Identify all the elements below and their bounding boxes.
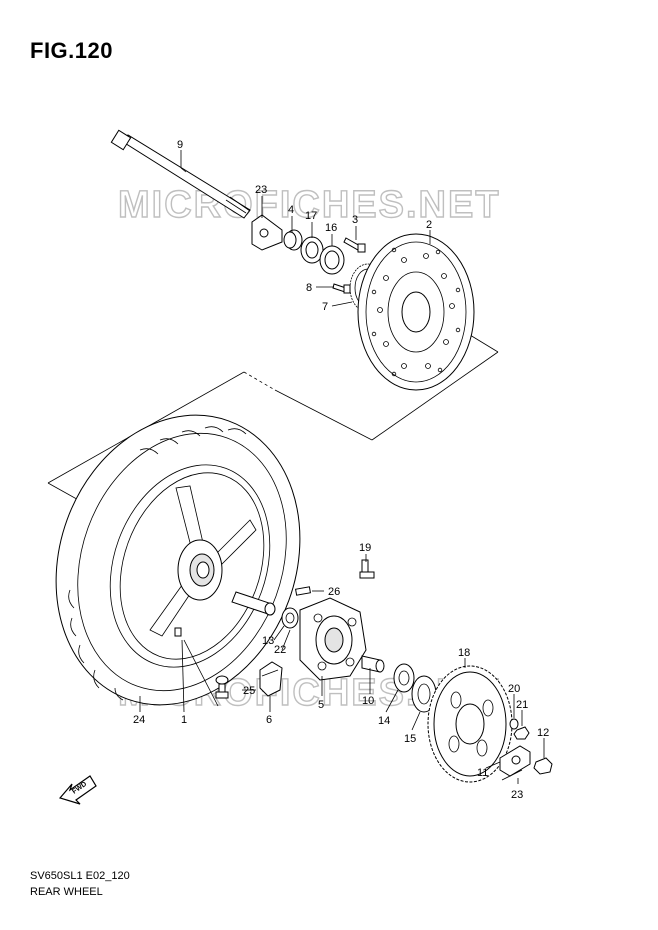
callout-4: 4 [288, 204, 294, 216]
rear-sprocket-part-18 [427, 665, 513, 783]
rear-wheel-part [55, 414, 301, 706]
callout-14: 14 [378, 715, 390, 727]
callout-1: 1 [181, 714, 187, 726]
callout-24: 24 [133, 714, 145, 726]
callout-8: 8 [306, 282, 312, 294]
figure-title: FIG.120 [30, 38, 113, 63]
callout-16: 16 [325, 222, 337, 234]
callout-25: 25 [243, 685, 255, 697]
callout-10: 10 [362, 695, 374, 707]
callout-5: 5 [318, 699, 324, 711]
callout-6: 6 [266, 714, 272, 726]
callout-26: 26 [328, 586, 340, 598]
callout-18: 18 [458, 647, 470, 659]
callout-22: 22 [274, 644, 286, 656]
nut-part-21 [513, 726, 530, 740]
callout-21: 21 [516, 699, 528, 711]
callout-23-top: 23 [255, 184, 267, 196]
valve-part-25 [215, 675, 229, 699]
diagram-title: REAR WHEEL [30, 886, 103, 898]
callout-15: 15 [404, 733, 416, 745]
chain-adjuster-top-part [251, 214, 283, 251]
axle-part [110, 129, 251, 219]
fwd-arrow-icon: FWD [58, 775, 97, 805]
bearing-part-14 [393, 663, 415, 693]
pin-part-26 [295, 586, 311, 596]
bearing-part-16 [319, 245, 345, 275]
bolt-part-3 [343, 237, 366, 253]
axle-spacer-tube [231, 591, 276, 616]
bolt-part-19 [359, 559, 375, 579]
callout-2: 2 [426, 219, 432, 231]
bearing-part-13 [281, 607, 299, 629]
spacer-part-10 [361, 655, 385, 673]
callout-17: 17 [305, 210, 317, 222]
washer-part-20 [509, 718, 519, 730]
spacer-part-4 [283, 229, 303, 251]
callout-7: 7 [322, 301, 328, 313]
nut-part-12 [533, 757, 553, 775]
diagram-code: SV650SL1 E02_120 [30, 870, 130, 882]
callout-23-bottom: 23 [511, 789, 523, 801]
leader-lines [139, 150, 545, 784]
callout-20: 20 [508, 683, 520, 695]
callout-11: 11 [477, 767, 488, 779]
callout-13: 13 [262, 635, 274, 647]
brake-disc-part-2 [357, 233, 475, 391]
chain-adjuster-bottom-part [499, 745, 531, 781]
seal-part-17 [300, 236, 324, 264]
callout-12: 12 [537, 727, 549, 739]
callout-numbers: 9 23 4 17 16 3 2 8 7 19 26 13 22 25 6 5 … [133, 139, 549, 801]
watermark-top: MICROFICHES.NET [118, 184, 501, 226]
sprocket-carrier-part-5 [299, 597, 367, 681]
callout-19: 19 [359, 542, 371, 554]
callout-3: 3 [352, 214, 358, 226]
damper-part-6 [259, 661, 283, 697]
bolt-part-8 [332, 283, 351, 294]
callout-9: 9 [177, 139, 183, 151]
